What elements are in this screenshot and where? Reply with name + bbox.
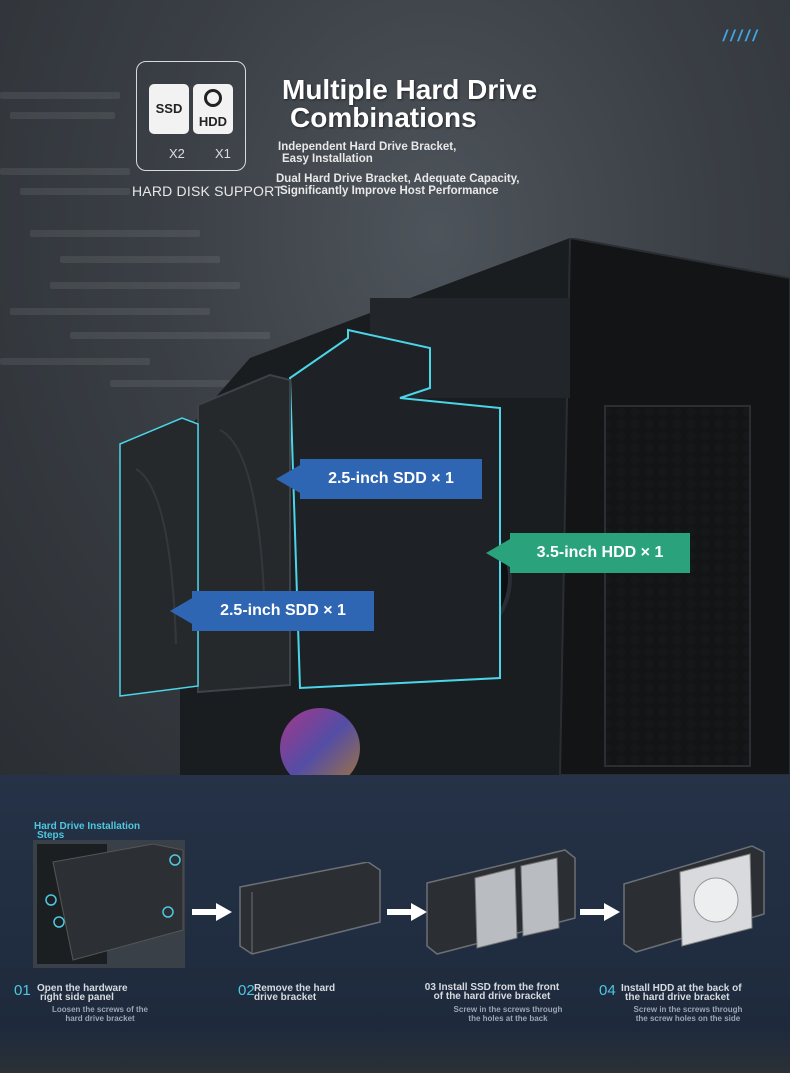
hdd-bracket-outline [288, 328, 501, 690]
step-4-note-line-1: Screw in the screws through [633, 1005, 743, 1014]
decor-stripe [70, 332, 270, 339]
step-2-title-line-1: Remove the hard [254, 983, 336, 994]
feature-2-line-2: Significantly Improve Host Performance [280, 185, 499, 197]
decor-slashes: ///// [722, 28, 760, 45]
step-1-title: Open the hardware right side panel [37, 983, 128, 1003]
step-3-note: Screw in the screws through the holes at… [438, 1005, 578, 1023]
feature-1-line-2: Easy Installation [282, 153, 373, 165]
hdd-count: X1 [215, 146, 231, 161]
decor-stripe [20, 188, 130, 195]
ssd-icon: SSD [149, 84, 189, 134]
hdd-label: HDD [198, 114, 228, 129]
step-4-note: Screw in the screws through the screw ho… [618, 1005, 758, 1023]
step-4-image [623, 845, 765, 953]
step-4-number: 04 [599, 982, 616, 999]
decor-stripe [60, 256, 220, 263]
step-3-title: 03 Install SSD from the front of the har… [412, 982, 572, 1002]
feature-2-line-1: Dual Hard Drive Bracket, Adequate Capaci… [276, 173, 520, 185]
hdd-icon: HDD [193, 84, 233, 134]
callout-hdd: 3.5-inch HDD × 1 [510, 533, 690, 573]
ssd-drive-back [197, 373, 291, 694]
steps-title: Hard Drive Installation Steps [34, 821, 141, 841]
step-1-title-line-1: Open the hardware [37, 983, 128, 994]
feature-1-line-1: Independent Hard Drive Bracket, [278, 141, 457, 153]
title-line-1: Multiple Hard Drive [282, 74, 538, 105]
steps-title-line-2: Steps [37, 830, 65, 841]
decor-stripe [10, 308, 210, 315]
step-1-note-line-2: hard drive bracket [65, 1014, 135, 1023]
step-arrow-icon [387, 903, 427, 921]
step-1-number: 01 [14, 982, 31, 999]
step-3-title-line-2: of the hard drive bracket [433, 991, 551, 1002]
title-line-2: Combinations [290, 102, 477, 133]
step-2-image [239, 862, 381, 955]
decor-stripe [110, 380, 280, 387]
page-title: Multiple Hard Drive Combinations [282, 76, 537, 132]
decor-stripe [30, 230, 200, 237]
hero-area: 2.5-inch SDD × 1 3.5-inch HDD × 1 2.5-in… [0, 0, 790, 775]
hard-disk-support-badge: SSD HDD X2 X1 [136, 61, 246, 171]
step-2-title: Remove the hard drive bracket [254, 983, 336, 1003]
feature-2: Dual Hard Drive Bracket, Adequate Capaci… [276, 173, 520, 197]
step-4-note-line-2: the screw holes on the side [635, 1014, 741, 1023]
ssd-count: X2 [169, 146, 185, 161]
step-2-title-line-2: drive bracket [254, 992, 317, 1003]
step-arrow-icon [580, 903, 620, 921]
step-1-title-line-2: right side panel [40, 992, 114, 1003]
callout-ssd-top: 2.5-inch SDD × 1 [300, 459, 482, 499]
callout-arrow-icon [170, 597, 194, 625]
step-3-image [426, 849, 576, 955]
steps-title-line-1: Hard Drive Installation [34, 821, 141, 832]
decor-stripe [50, 282, 240, 289]
step-2-number: 02 [238, 982, 255, 999]
step-3-note-line-1: Screw in the screws through [453, 1005, 563, 1014]
step-3-note-line-2: the holes at the back [468, 1014, 548, 1023]
callout-arrow-icon [486, 539, 510, 567]
disc-icon [204, 89, 222, 107]
callout-ssd-bottom: 2.5-inch SDD × 1 [192, 591, 374, 631]
ssd-drive-front [119, 417, 199, 697]
step-1-image [33, 840, 185, 968]
feature-1: Independent Hard Drive Bracket, Easy Ins… [278, 141, 456, 165]
badge-caption: HARD DISK SUPPORT [132, 183, 283, 199]
step-4-title-line-2: the hard drive bracket [625, 992, 730, 1003]
step-1-note-line-1: Loosen the screws of the [51, 1005, 149, 1014]
step-3-title-line-1: 03 Install SSD from the front [424, 982, 560, 993]
decor-stripe [10, 112, 115, 119]
decor-stripe [0, 358, 150, 365]
step-1-note: Loosen the screws of the hard drive brac… [50, 1005, 150, 1023]
decor-stripe [0, 168, 130, 175]
step-4-title: Install HDD at the back of the hard driv… [621, 983, 742, 1003]
callout-arrow-icon [276, 465, 300, 493]
step-arrow-icon [192, 903, 232, 921]
step-4-title-line-1: Install HDD at the back of [621, 983, 742, 994]
decor-stripe [0, 92, 120, 99]
